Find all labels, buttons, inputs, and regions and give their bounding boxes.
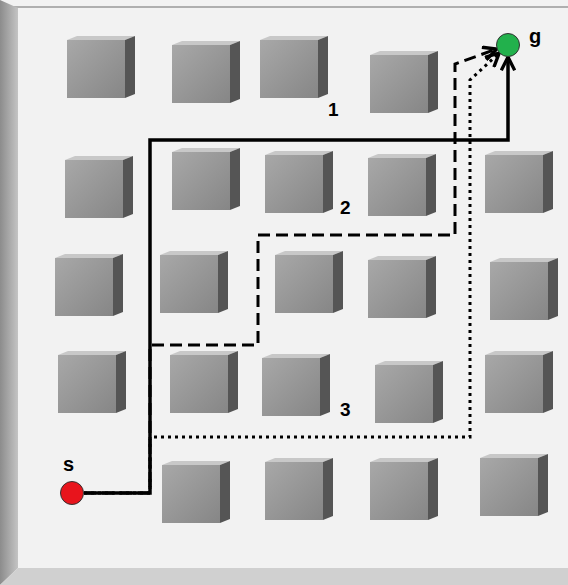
path-number: 2 <box>340 198 351 217</box>
obstacle-block <box>262 354 330 416</box>
path-route <box>84 49 497 493</box>
obstacle-block <box>485 351 553 413</box>
obstacle-block <box>58 351 126 413</box>
bottom-wall <box>0 568 568 585</box>
obstacle-block <box>160 251 228 313</box>
obstacle-block <box>162 461 230 523</box>
path-number: 1 <box>328 100 339 119</box>
obstacle-block <box>275 251 343 313</box>
obstacle-block <box>370 458 438 520</box>
obstacle-block <box>368 256 436 318</box>
start-point: s <box>60 481 84 505</box>
obstacle-block <box>65 156 133 218</box>
obstacle-block <box>490 258 558 320</box>
point-label: s <box>63 454 74 474</box>
path-route <box>84 57 508 493</box>
obstacle-block <box>265 151 333 213</box>
obstacle-block <box>67 36 135 98</box>
obstacle-block <box>485 151 553 213</box>
obstacle-block <box>368 154 436 216</box>
point-label: g <box>529 26 541 46</box>
obstacle-block <box>265 458 333 520</box>
obstacle-block <box>172 148 240 210</box>
path-number: 3 <box>340 400 351 419</box>
obstacle-block <box>370 51 438 113</box>
path-route <box>84 53 499 493</box>
obstacle-block <box>170 351 238 413</box>
obstacle-block <box>55 254 123 316</box>
obstacle-block <box>172 41 240 103</box>
obstacle-block <box>260 36 328 98</box>
obstacle-block <box>480 454 548 516</box>
top-edge <box>0 6 568 8</box>
left-wall <box>0 0 18 585</box>
goal-point: g <box>496 33 520 57</box>
obstacle-block <box>375 361 443 423</box>
